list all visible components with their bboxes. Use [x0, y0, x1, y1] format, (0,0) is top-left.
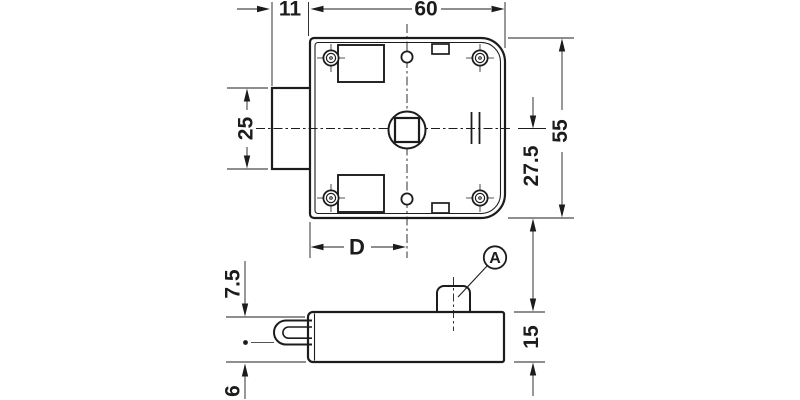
case-side-outline	[306, 310, 506, 364]
dim-D: D	[309, 222, 406, 260]
dim-55-label: 55	[549, 119, 572, 143]
dimensions: 11 60 25 55	[222, 0, 574, 399]
arrowhead	[241, 303, 249, 317]
dim-7-5: 7.5	[222, 261, 305, 318]
dim-60: 60	[310, 0, 506, 48]
screw-hole-bottom-right	[466, 184, 494, 212]
arrowhead	[491, 5, 505, 13]
loop-center-dot	[243, 340, 248, 345]
dim-27-5-label: 27.5	[520, 145, 543, 186]
dim-15: 15	[514, 311, 545, 396]
side-view	[243, 277, 506, 364]
cutout-top-left	[337, 44, 385, 83]
bolt-loop-outer	[273, 319, 312, 346]
tab-bottom-right	[431, 202, 450, 214]
latch-pin	[436, 285, 471, 312]
spindle-square-hole	[393, 116, 421, 144]
pin-hole-bottom	[400, 192, 414, 206]
balloon-A: A	[457, 245, 508, 298]
pin-hole-top	[400, 50, 414, 64]
tab-top-right	[431, 43, 450, 55]
arrowhead	[558, 204, 566, 218]
dim-60-label: 60	[414, 0, 437, 21]
dim-25: 25	[227, 87, 268, 170]
screw-hole-top-right	[466, 44, 494, 72]
arrowhead	[257, 5, 270, 13]
balloon-A-label: A	[489, 250, 501, 267]
dim-6-label: 6	[222, 385, 245, 397]
front-view	[256, 24, 510, 258]
leader-line	[457, 265, 488, 298]
arrowhead	[243, 88, 251, 102]
arrowhead	[310, 243, 324, 251]
arrowhead	[529, 298, 537, 312]
dim-15-label: 15	[520, 325, 543, 349]
dim-27-5: 27.5	[518, 97, 546, 312]
dim-D-label: D	[349, 235, 365, 260]
arrowhead	[558, 38, 566, 52]
dim-11-label: 11	[279, 0, 302, 21]
bolt-loop-inner	[282, 326, 312, 339]
screw-hole-bottom-left	[317, 184, 345, 212]
screw-hole-top-left	[317, 44, 345, 72]
dim-6: 6	[222, 361, 306, 399]
lock-case-inner-seam	[314, 41, 502, 215]
dim-11: 11	[237, 0, 309, 86]
arrowhead	[529, 218, 537, 232]
arrowhead	[310, 5, 324, 13]
balloon-circle	[482, 245, 508, 270]
dim-55: 55	[508, 37, 574, 219]
arrowhead	[393, 243, 406, 251]
arrowhead	[241, 363, 249, 377]
arrowhead	[243, 155, 251, 169]
dim-25-label: 25	[235, 117, 258, 141]
spindle-hub	[387, 110, 427, 150]
dim-7-5-label: 7.5	[222, 269, 245, 299]
arrowhead	[529, 362, 537, 376]
arrowhead	[529, 115, 537, 129]
